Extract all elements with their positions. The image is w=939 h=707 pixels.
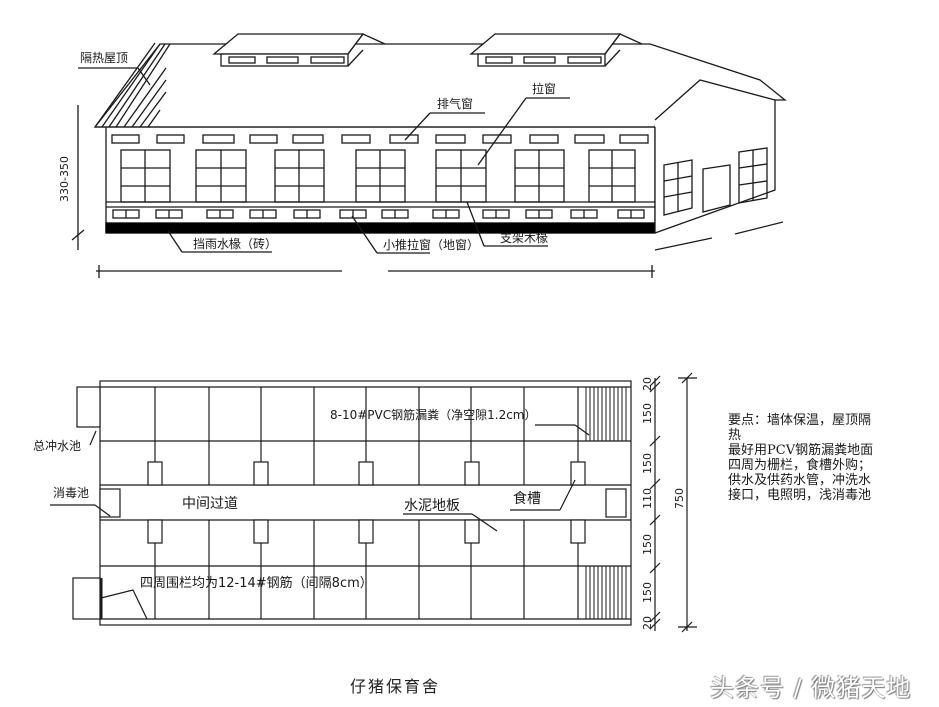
design-notes: 要点：墙体保温，屋顶隔热 最好用PCV钢筋漏粪地面 四周为栅栏，食槽外购；供水及… (728, 413, 878, 503)
exhaust-windows (111, 134, 649, 144)
dim-seg-4: 110 (641, 488, 654, 509)
elevation-view (71, 33, 787, 278)
dim-seg-6: 150 (641, 582, 654, 603)
watermark: 头条号 / 微猪天地 (710, 674, 912, 702)
floor-windows (112, 209, 645, 219)
label-flush-tank: 总冲水池 (33, 438, 81, 453)
note-line: 四周为栅栏，食槽外购；供水及供药水管，冲洗水接口，电照明，浅消毒池 (728, 458, 872, 503)
dim-seg-2: 150 (641, 403, 654, 424)
plan-labels: 8-10#PVC钢筋漏粪（净空隙1.2cm） 总冲水池 消毒池 中间过道 水泥地… (33, 377, 686, 630)
dim-seg-1: 20 (641, 377, 654, 391)
dim-seg-5: 150 (641, 534, 654, 555)
ridge-vent-2 (469, 33, 643, 67)
label-sliding-window: 拉窗 (532, 81, 556, 96)
label-insulated-roof: 隔热屋顶 (80, 51, 128, 65)
label-slatted-floor: 8-10#PVC钢筋漏粪（净空隙1.2cm） (330, 407, 537, 422)
note-line: 要点：墙体保温，屋顶隔热 (728, 413, 872, 443)
dim-seg-7: 20 (641, 616, 654, 630)
label-rain-eave: 挡雨水椽（砖） (193, 236, 277, 251)
note-line: 最好用PCV钢筋漏粪地面 (728, 443, 874, 458)
disinfection-pool-right (605, 488, 627, 518)
drawing-caption: 仔猪保育舍 (350, 677, 441, 696)
roof-insulation-hatch (94, 42, 171, 128)
corner-box (72, 577, 101, 620)
label-fence-spec: 四周围栏均为12-14#钢筋（间隔8cm） (140, 575, 373, 591)
elevation-labels: 隔热屋顶 排气窗 拉窗 330-350 挡雨水椽（砖） 小推拉窗（地窗） 支架木… (58, 51, 556, 252)
sliding-windows (120, 149, 636, 203)
ridge-vent-1 (212, 33, 386, 67)
gable-door (702, 164, 731, 213)
gable-windows (663, 147, 768, 216)
label-feed-trough: 食槽 (513, 490, 541, 507)
flush-tank (76, 386, 101, 428)
dim-total: 750 (673, 488, 686, 509)
feed-troughs (147, 461, 586, 544)
dim-seg-3: 150 (641, 453, 654, 474)
slatted-floor-hatch (583, 386, 631, 620)
label-height-dimension: 330-350 (58, 156, 71, 202)
disinfection-pool-left (99, 488, 121, 518)
label-floor-window: 小推拉窗（地窗） (383, 237, 479, 252)
label-central-aisle: 中间过道 (182, 496, 238, 512)
label-exhaust-window: 排气窗 (437, 96, 473, 111)
label-cement-floor: 水泥地板 (404, 498, 460, 514)
plan-view (50, 372, 697, 633)
label-support-beam: 支架木椽 (500, 231, 548, 245)
dimension-chain (649, 372, 697, 633)
label-disinfection-pool: 消毒池 (53, 486, 89, 500)
